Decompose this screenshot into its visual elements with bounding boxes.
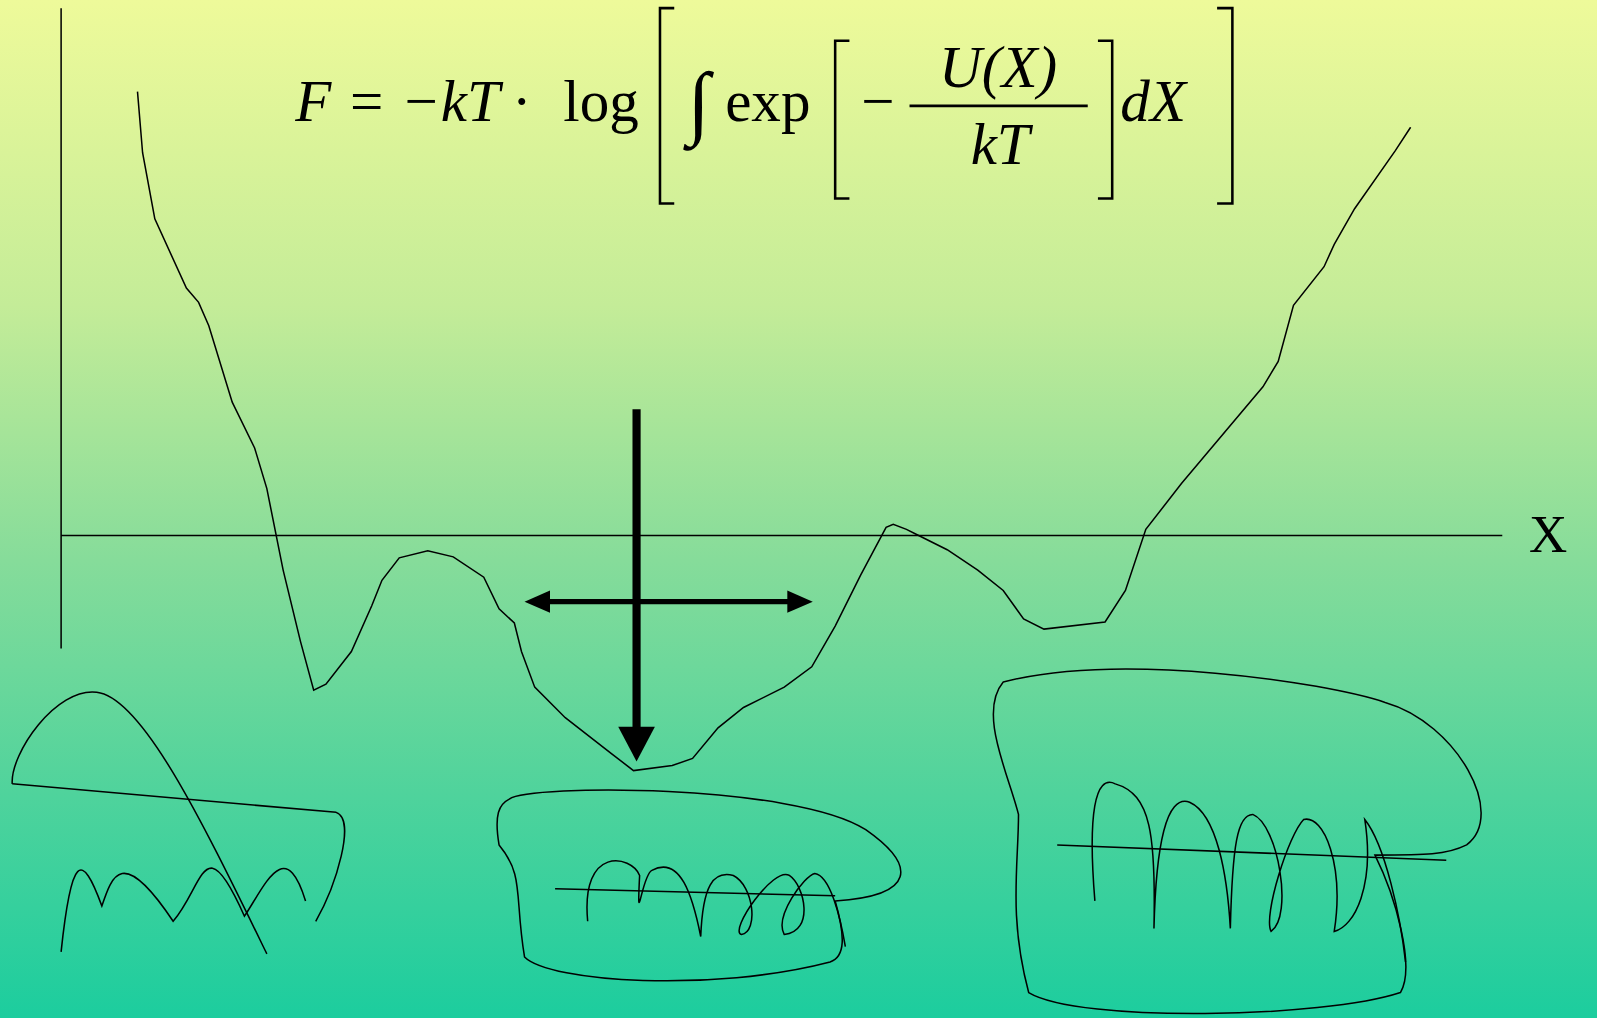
move-arrows <box>525 409 813 761</box>
fraction-numerator: U(X) <box>939 38 1057 97</box>
formula-text: dX <box>1120 72 1186 131</box>
sketch-blobs <box>12 669 1481 1013</box>
energy-curve <box>137 92 1410 771</box>
axis-label: X <box>1529 508 1567 561</box>
formula-text: exp <box>725 72 810 131</box>
minus-sign: − <box>861 72 894 131</box>
integral-sign: ∫ <box>688 61 710 142</box>
formula-brackets <box>660 8 1232 203</box>
axes <box>61 8 1502 648</box>
formula-text: log <box>563 72 638 131</box>
fraction-denominator: kT <box>971 115 1030 174</box>
formula-text: F = −kT · <box>295 72 528 131</box>
